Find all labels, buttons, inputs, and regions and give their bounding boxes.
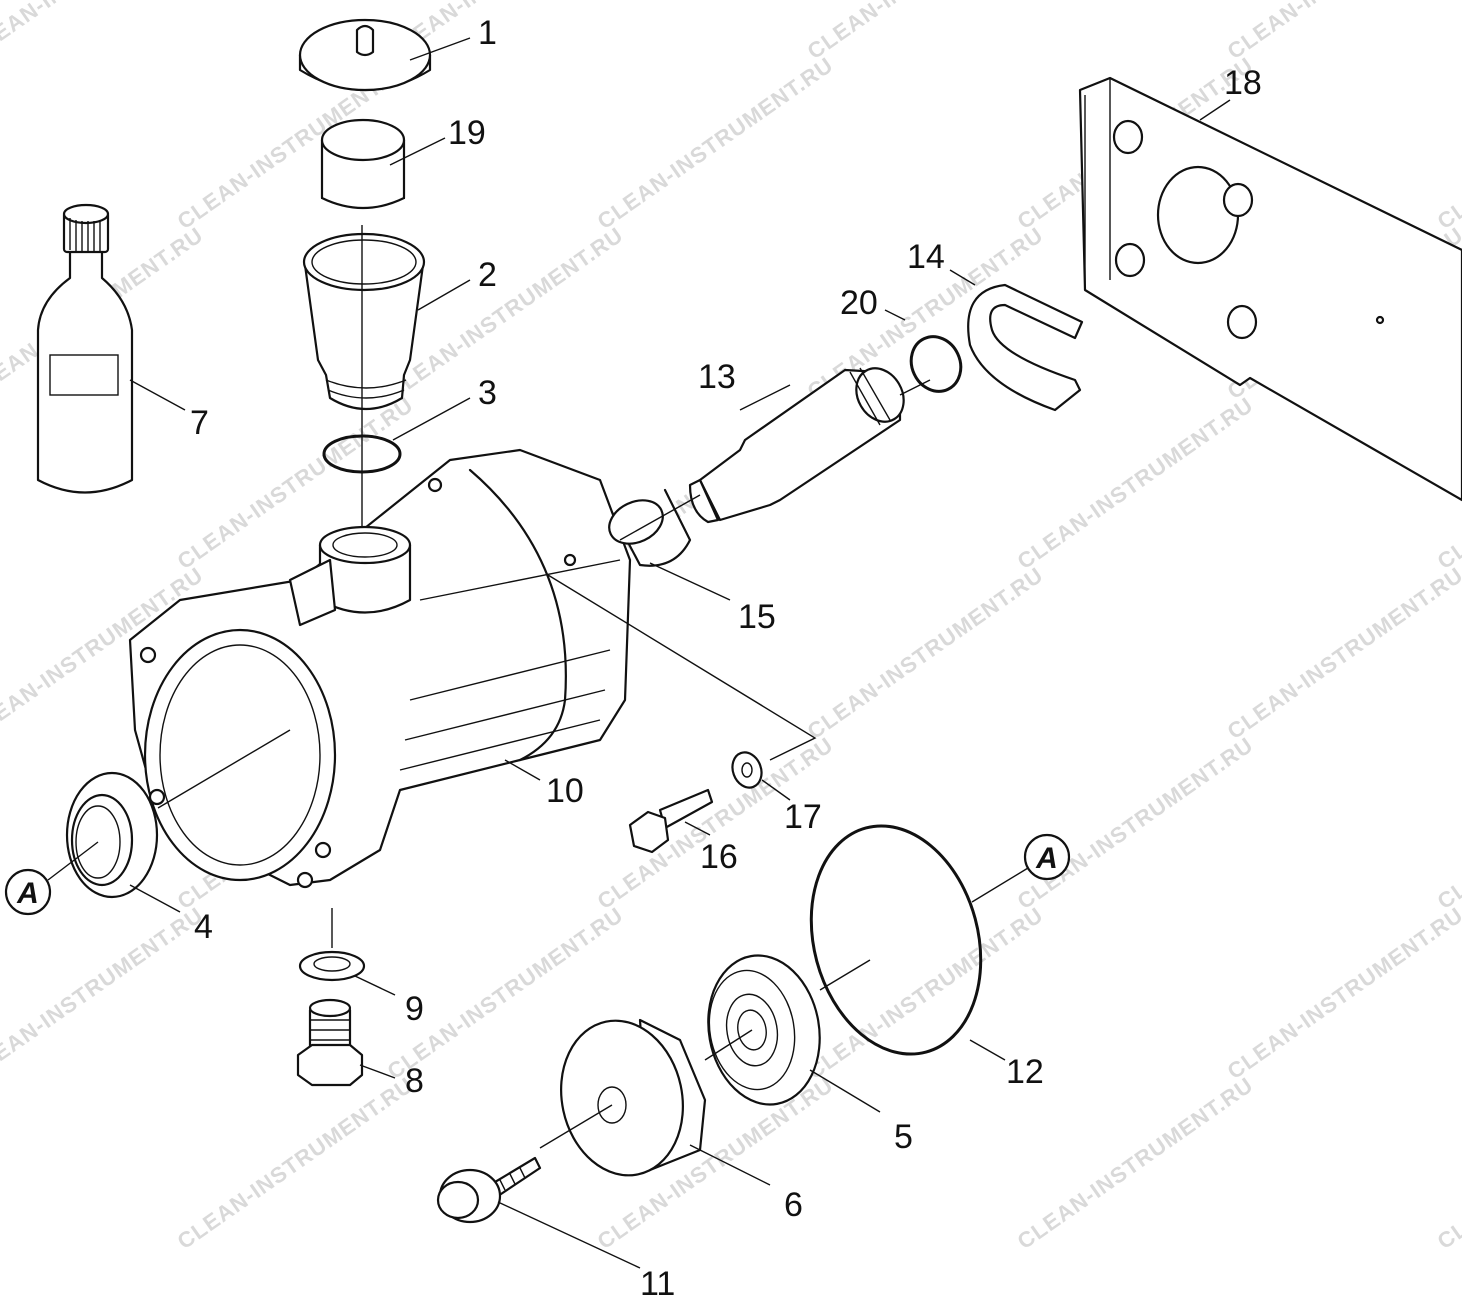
watermark-text: CLEAN-INSTRUMENT.RU [1013, 392, 1258, 574]
label-part-2: 2 [478, 256, 497, 294]
part-14-u-seal [967, 283, 1084, 412]
part-12-large-o-ring [809, 824, 983, 1056]
label-part-13: 13 [698, 358, 736, 396]
watermark-text: CLEAN-INSTRUMENT.RU [1223, 902, 1462, 1084]
part-18-plate [1078, 76, 1462, 502]
label-part-5: 5 [894, 1118, 913, 1156]
label-part-10: 10 [546, 772, 584, 810]
watermark-text: CLEAN-INSTRUMENT.RU [1433, 732, 1462, 914]
label-part-1: 1 [478, 14, 497, 52]
part-13-piston [688, 367, 905, 524]
part-19-filter [320, 118, 406, 210]
watermark-text: CLEAN-INSTRUMENT.RU [1013, 1072, 1258, 1254]
watermark-text: CLEAN-INSTRUMENT.RU [1223, 0, 1462, 64]
part-8-drain-plug [296, 998, 364, 1087]
label-part-4: 4 [194, 908, 213, 946]
part-16-bolt [628, 788, 714, 854]
label-part-19: 19 [448, 114, 486, 152]
part-10-pump-housing [128, 448, 632, 889]
label-part-20: 20 [840, 284, 878, 322]
part-20-o-ring [909, 335, 963, 393]
leader-lines [47, 37, 1231, 1269]
part-5-bearing [707, 954, 821, 1106]
part-15-sleeve [608, 488, 692, 567]
watermark-text: CLEAN-INSTRUMENT.RU [0, 0, 208, 64]
part-9-washer [298, 950, 366, 982]
label-part-9: 9 [405, 990, 424, 1028]
label-part-18: 18 [1224, 64, 1262, 102]
part-11-screw [436, 1156, 542, 1224]
reference-marker-a-right-text: A [1035, 842, 1058, 875]
watermark-text: CLEAN-INSTRUMENT.RU [1013, 732, 1258, 914]
reference-marker-a-left: A [4, 868, 52, 916]
label-part-15: 15 [738, 598, 776, 636]
part-2-cup [302, 232, 426, 410]
part-4-shaft-seal [65, 771, 159, 899]
watermark-text: CLEAN-INSTRUMENT.RU [803, 562, 1048, 744]
label-part-3: 3 [478, 374, 497, 412]
watermark-text: CLEAN-INSTRUMENT.RU [1433, 1072, 1462, 1254]
label-part-17: 17 [784, 798, 822, 836]
watermark-text: CLEAN-INSTRUMENT.RU [593, 52, 838, 234]
label-part-16: 16 [700, 838, 738, 876]
reference-marker-a-left-text: A [16, 877, 39, 910]
part-17-washer [731, 751, 763, 789]
part-7-oil-bottle [36, 203, 134, 494]
watermark-text: CLEAN-INSTRUMENT.RU [173, 1072, 418, 1254]
watermark-text: CLEAN-INSTRUMENT.RU [1223, 562, 1462, 744]
part-number-labels: 1 19 2 3 7 4 9 8 10 11 12 5 6 13 20 14 1… [190, 14, 1262, 1303]
label-part-14: 14 [907, 238, 945, 276]
label-part-11: 11 [640, 1265, 675, 1303]
label-part-6: 6 [784, 1186, 803, 1224]
reference-marker-a-right: A [1023, 833, 1071, 881]
label-part-8: 8 [405, 1062, 424, 1100]
part-1-cap [298, 18, 432, 92]
part-6-wobble-plate [560, 1018, 707, 1177]
label-part-12: 12 [1006, 1053, 1044, 1091]
watermark-text: CLEAN-INSTRUMENT.RU [383, 222, 628, 404]
watermark-text: CLEAN-INSTRUMENT.RU [0, 902, 208, 1084]
label-part-7: 7 [190, 404, 209, 442]
watermark-text: CLEAN-INSTRUMENT.RU [1433, 52, 1462, 234]
watermark-text: CLEAN-INSTRUMENT.RU [803, 0, 1048, 64]
